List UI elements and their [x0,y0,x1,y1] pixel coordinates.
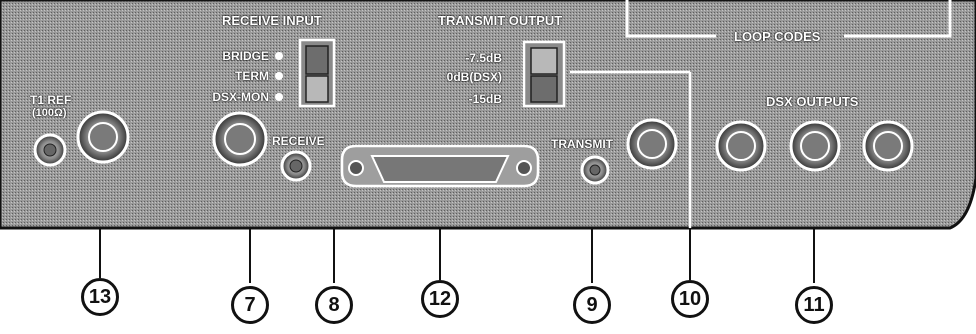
receive-input-label: RECEIVE INPUT [222,13,322,28]
transmit-label: TRANSMIT [551,137,613,151]
dsx-output-jack-2[interactable] [789,120,841,172]
transmit-monitor-jack[interactable] [580,155,610,185]
callout-8: 8 [315,286,353,324]
dsx-outputs-label: DSX OUTPUTS [766,94,859,109]
callout-11: 11 [795,286,833,324]
dsx-output-jack-3[interactable] [862,120,914,172]
db15-connector[interactable] [340,144,540,188]
minus-15db-label: -15dB [468,92,502,106]
t1-ref-small-jack[interactable] [33,133,67,167]
transmit-output-switch[interactable] [522,40,566,108]
t1-ref-ohms-label: (100Ω) [32,107,67,119]
loop-codes-label: LOOP CODES [734,29,821,44]
receive-monitor-jack[interactable] [280,150,312,182]
panel-body [0,0,976,230]
dsx-mon-indicator-dot [275,93,283,101]
transmit-jack[interactable] [626,118,678,170]
t1-ref-jack[interactable] [76,110,130,164]
callout-9: 9 [573,286,611,324]
loop-codes-frame [625,0,952,38]
t1-ref-label: T1 REF [30,93,72,107]
minus-7-5db-label: -7.5dB [465,51,502,65]
dsx-output-jack-1[interactable] [715,120,767,172]
callout-10: 10 [671,280,709,318]
receive-jack[interactable] [212,111,268,167]
zero-db-dsx-label: 0dB(DSX) [446,70,502,84]
term-indicator-dot [275,72,283,80]
transmit-output-label: TRANSMIT OUTPUT [438,13,563,28]
receive-label: RECEIVE [272,134,325,148]
bridge-indicator-dot [275,52,283,60]
callout-leaders [99,228,815,283]
receive-input-switch[interactable] [298,38,336,108]
bridge-label: BRIDGE [222,49,269,63]
callout-7: 7 [231,286,269,324]
callout-13: 13 [81,278,119,316]
dsx-mon-label: DSX-MON [212,90,269,104]
term-label: TERM [235,69,269,83]
callout-12: 12 [421,280,459,318]
